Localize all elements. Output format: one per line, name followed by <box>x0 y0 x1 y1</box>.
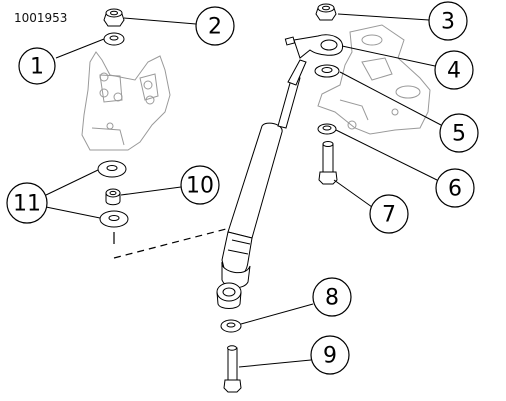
callout-label-1: 1 <box>30 55 44 80</box>
damper-rod-end-eye <box>320 39 338 51</box>
callout-9 <box>310 335 350 375</box>
right-bracket <box>317 24 431 135</box>
alignment-dashed-line <box>113 227 231 259</box>
damper-main-body <box>227 122 283 239</box>
callout-6 <box>435 168 475 208</box>
callout-3 <box>428 1 468 41</box>
steering-damper <box>216 34 344 309</box>
callout-11 <box>6 182 48 224</box>
callout-10 <box>180 165 220 205</box>
washer-part-1 <box>103 32 125 46</box>
callout-2 <box>195 6 235 46</box>
callout-label-9: 9 <box>323 344 337 369</box>
washer-part-5 <box>314 64 340 78</box>
callout-label-10: 10 <box>186 174 214 199</box>
washer-part-6 <box>317 123 337 135</box>
washer-part-11-upper <box>97 160 127 178</box>
nut-part-2 <box>103 8 125 27</box>
callout-label-3: 3 <box>441 10 455 35</box>
washer-part-11-lower <box>99 210 129 228</box>
callout-4 <box>434 50 474 90</box>
callouts <box>6 1 479 375</box>
leader-lines <box>45 13 442 368</box>
callout-1 <box>18 47 56 85</box>
callout-label-7: 7 <box>382 203 396 228</box>
bolt-part-7 <box>318 141 338 185</box>
callout-label-5: 5 <box>452 122 466 147</box>
callout-5 <box>439 113 479 153</box>
reference-code: 1001953 <box>14 11 68 25</box>
nut-part-3 <box>315 3 337 21</box>
callout-label-6: 6 <box>448 177 462 202</box>
bolt-part-9 <box>223 345 242 393</box>
callout-label-8: 8 <box>325 286 339 311</box>
callout-label-11: 11 <box>13 192 41 217</box>
callout-label-4: 4 <box>447 59 461 84</box>
callout-7 <box>369 194 409 234</box>
callout-label-2: 2 <box>208 15 222 40</box>
callout-8 <box>312 277 352 317</box>
left-bracket <box>81 51 171 151</box>
callout-labels: 1 2 3 4 5 6 7 8 9 10 11 <box>13 10 466 369</box>
washer-part-8 <box>220 319 242 333</box>
spacer-part-10 <box>105 188 121 206</box>
damper-rod <box>277 75 301 129</box>
